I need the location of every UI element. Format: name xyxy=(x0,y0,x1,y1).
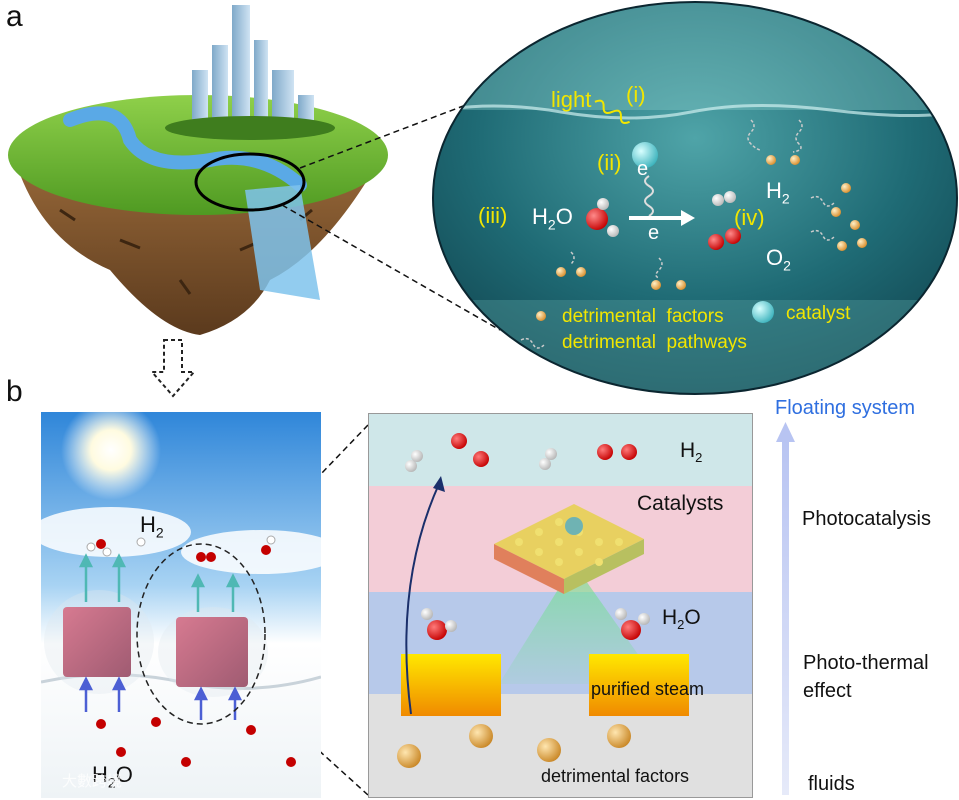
label-step-iii: (iii) xyxy=(478,203,507,229)
label-h2o-a: H2O xyxy=(532,204,573,232)
axis-title: Floating system xyxy=(775,397,915,420)
label-step-i: (i) xyxy=(626,82,646,108)
floating-system-axis xyxy=(770,420,800,795)
label-electron-bottom: e xyxy=(648,222,659,245)
axis-label-fluids: fluids xyxy=(808,773,855,796)
label-step-ii: (ii) xyxy=(597,150,621,176)
layered-schematic: H2 Catalysts H2O purified steam detrimen… xyxy=(368,413,753,798)
layer-label-detrimental-factors: detrimental factors xyxy=(541,766,689,787)
legend-detrimental-factors: detrimental factors xyxy=(562,306,724,328)
photo-label-h2: H2 xyxy=(140,512,164,540)
layer-label-h2: H2 xyxy=(680,439,702,465)
label-o2-a: O2 xyxy=(766,245,791,273)
floating-system-photo xyxy=(41,412,321,798)
label-light: light xyxy=(551,87,591,113)
label-electron-top: e xyxy=(637,158,648,181)
down-arrow-icon xyxy=(148,338,198,400)
layer-label-h2o: H2O xyxy=(662,606,701,632)
legend-catalyst: catalyst xyxy=(786,303,850,325)
axis-label-photothermal-1: Photo-thermal xyxy=(803,652,929,675)
panel-b-letter: b xyxy=(6,375,23,409)
layer-label-purified-steam: purified steam xyxy=(591,679,704,700)
axis-label-photothermal-2: effect xyxy=(803,680,852,703)
label-h2-a: H2 xyxy=(766,178,790,206)
watermark-text: 大數跨境 xyxy=(62,770,122,791)
label-step-iv: (iv) xyxy=(734,205,765,231)
legend-detrimental-pathways: detrimental pathways xyxy=(562,332,747,354)
layer-label-catalysts: Catalysts xyxy=(637,492,723,516)
axis-label-photocatalysis: Photocatalysis xyxy=(802,508,931,531)
